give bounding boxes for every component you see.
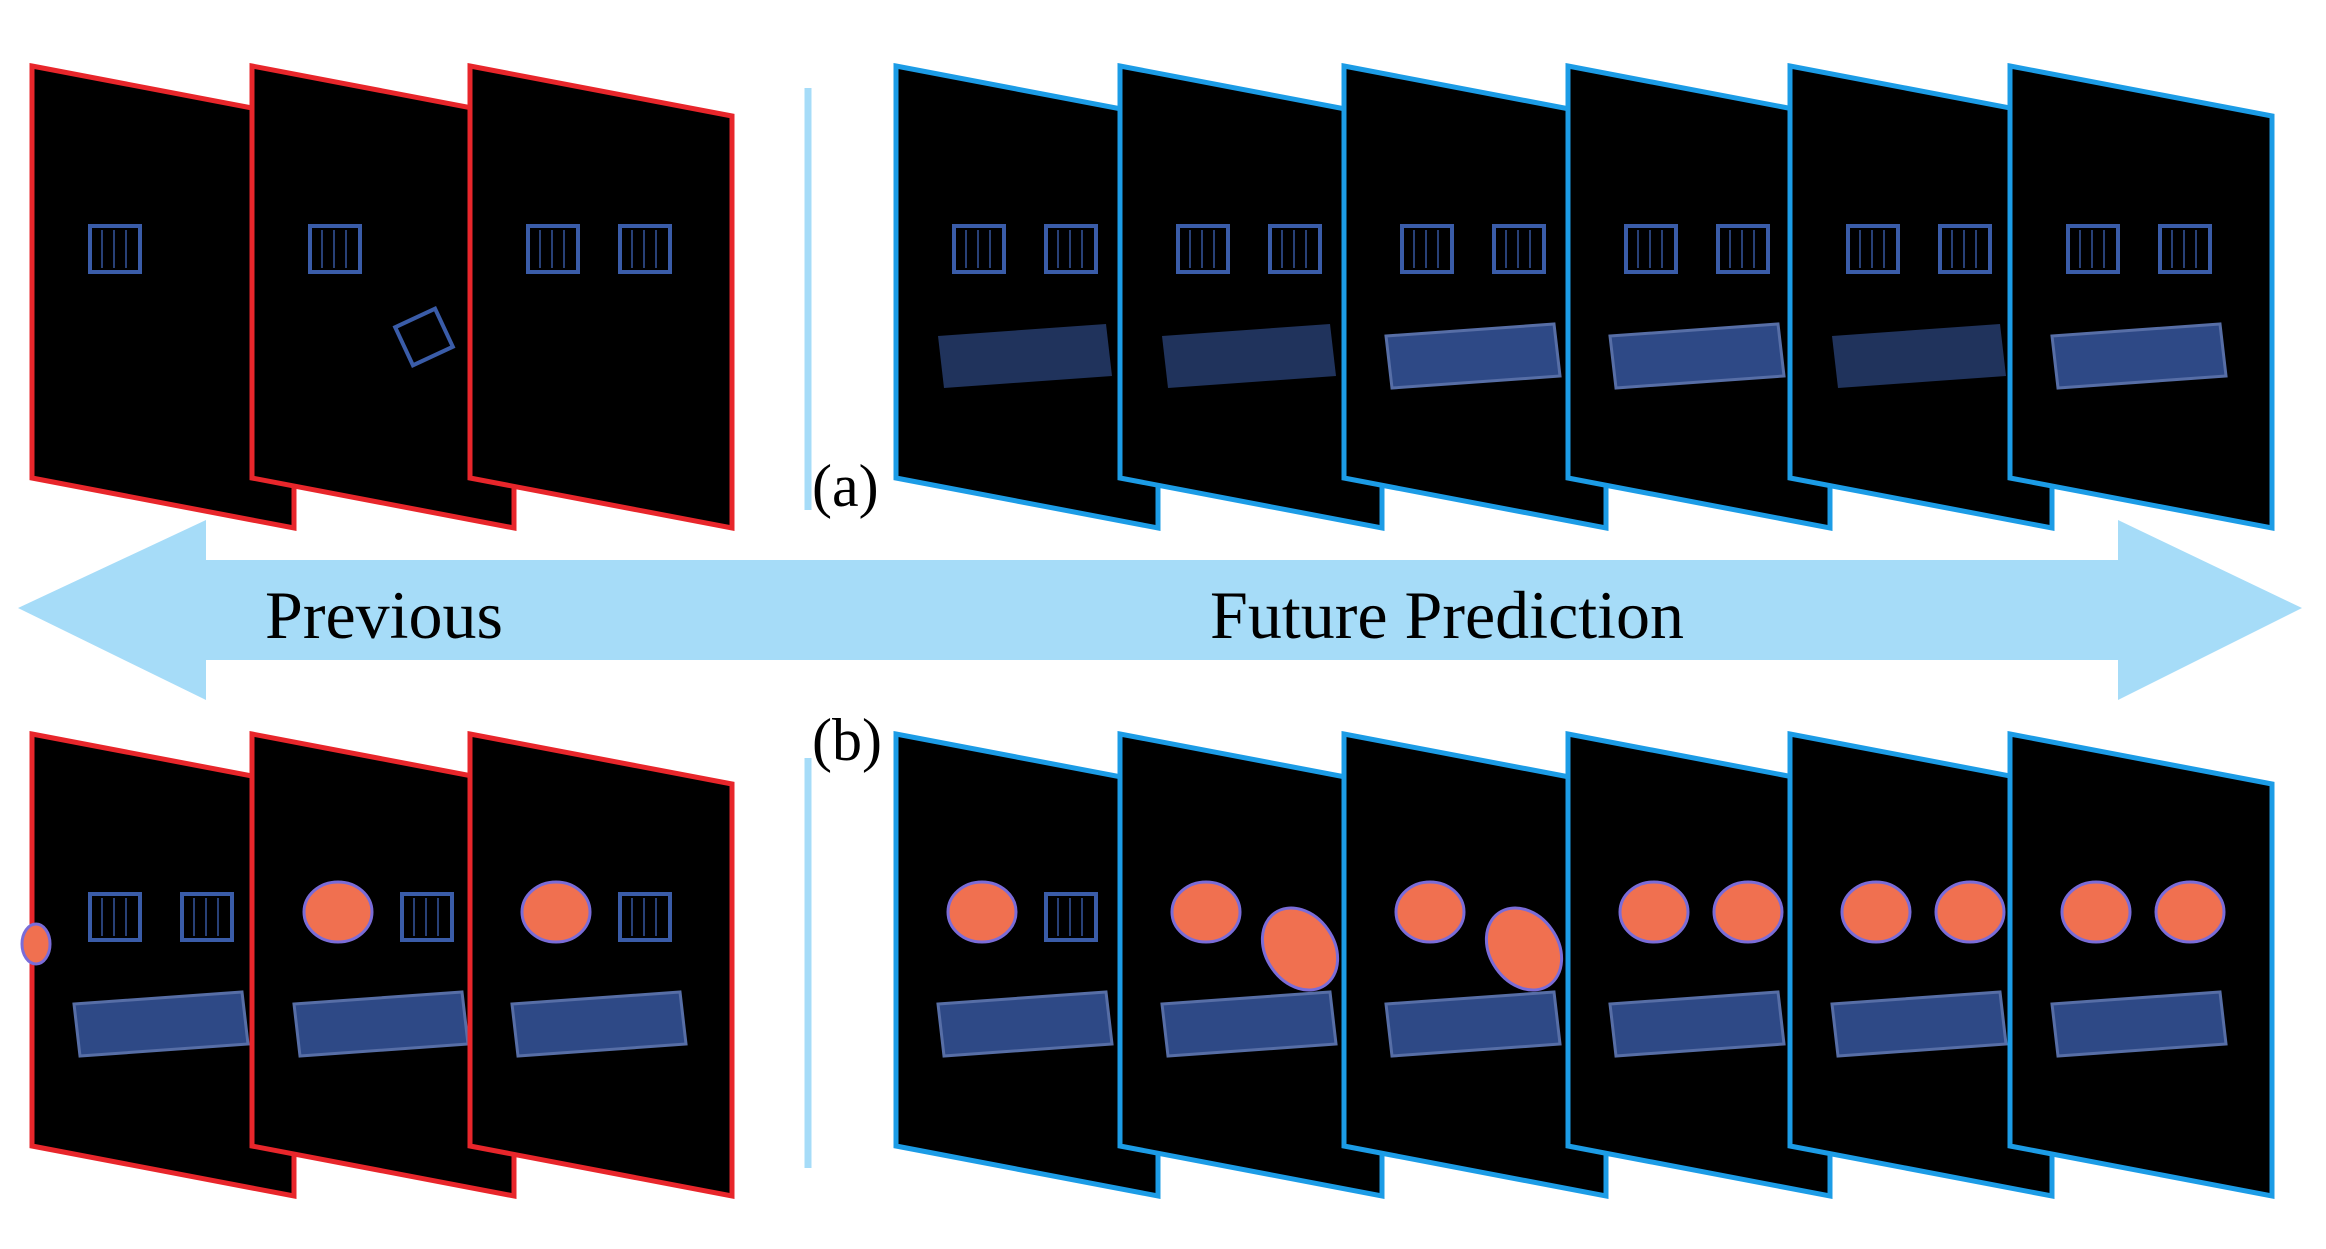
object-bench <box>510 990 688 1058</box>
frame-border <box>2007 730 2275 1200</box>
object-bench <box>72 990 250 1058</box>
previous-frame-b-2 <box>249 730 517 1200</box>
object-bench <box>1384 990 1562 1058</box>
frame-border <box>1787 62 2055 532</box>
object-bench <box>1384 322 1562 390</box>
object-orange-chair <box>1394 880 1466 944</box>
future-frame-b-2 <box>1117 730 1385 1200</box>
frame-border <box>29 62 297 532</box>
future-frame-a-2 <box>1117 62 1385 532</box>
frame-border <box>1341 62 1609 532</box>
object-bench-blurry <box>1832 324 2006 388</box>
object-box <box>1268 224 1322 274</box>
future-frame-b-4 <box>1565 730 1833 1200</box>
previous-frame-b-1 <box>20 730 297 1200</box>
object-bench <box>1830 990 2008 1058</box>
frame-border <box>1341 730 1609 1200</box>
previous-frame-a-2 <box>249 62 517 532</box>
future-frame-b-1 <box>893 730 1161 1200</box>
frame-border <box>29 730 297 1200</box>
frame-border <box>467 730 735 1200</box>
object-box <box>88 892 142 942</box>
frame-border <box>893 730 1161 1200</box>
future-frame-b-6 <box>2007 730 2275 1200</box>
object-box <box>1176 224 1230 274</box>
frame-border <box>1565 730 1833 1200</box>
object-orange-chair <box>1170 880 1242 944</box>
future-frame-a-1 <box>893 62 1161 532</box>
object-orange-chair <box>302 880 374 944</box>
label-future-prediction: Future Prediction <box>1210 577 1684 653</box>
object-box <box>2066 224 2120 274</box>
frame-border <box>249 62 517 532</box>
object-box <box>88 224 142 274</box>
timeline-arrow <box>18 520 2302 700</box>
object-orange-chair <box>1484 906 1564 992</box>
frame-border <box>893 62 1161 532</box>
object-box <box>1044 224 1098 274</box>
object-box <box>400 892 454 942</box>
object-box <box>1492 224 1546 274</box>
object-box <box>1624 224 1678 274</box>
frame-border <box>249 730 517 1200</box>
object-orange-chair <box>2060 880 2132 944</box>
object-box <box>1846 224 1900 274</box>
object-orange-chair <box>20 922 52 966</box>
future-frame-a-5 <box>1787 62 2055 532</box>
object-bench <box>2050 322 2228 390</box>
object-orange-chair <box>520 880 592 944</box>
object-box <box>1716 224 1770 274</box>
object-bench <box>1608 322 1786 390</box>
previous-frame-a-1 <box>29 62 297 532</box>
label-previous: Previous <box>265 577 503 653</box>
object-box <box>180 892 234 942</box>
object-bench <box>2050 990 2228 1058</box>
object-box <box>1400 224 1454 274</box>
frame-border <box>1117 62 1385 532</box>
frame-border <box>1565 62 1833 532</box>
object-box <box>2158 224 2212 274</box>
future-frame-b-3 <box>1341 730 1609 1200</box>
object-orange-chair <box>2154 880 2226 944</box>
object-orange-chair <box>1840 880 1912 944</box>
object-orange-chair <box>1934 880 2006 944</box>
object-box <box>618 892 672 942</box>
label-row-b: (b) <box>812 707 882 773</box>
object-orange-chair <box>946 880 1018 944</box>
frame-border <box>1787 730 2055 1200</box>
future-frame-b-5 <box>1787 730 2055 1200</box>
frame-border <box>2007 62 2275 532</box>
object-box <box>1044 892 1098 942</box>
object-box <box>1938 224 1992 274</box>
previous-frame-b-3 <box>467 730 735 1200</box>
object-tilted-box <box>392 306 456 368</box>
object-orange-chair <box>1260 906 1340 992</box>
object-bench <box>936 990 1114 1058</box>
object-box <box>952 224 1006 274</box>
frame-border <box>467 62 735 532</box>
object-box <box>618 224 672 274</box>
future-frame-a-3 <box>1341 62 1609 532</box>
row-b-frames <box>20 730 2275 1200</box>
object-orange-chair <box>1618 880 1690 944</box>
object-bench <box>1608 990 1786 1058</box>
future-frame-a-4 <box>1565 62 1833 532</box>
object-bench-blurry <box>938 324 1112 388</box>
object-bench <box>1160 990 1338 1058</box>
object-box <box>308 224 362 274</box>
object-bench <box>292 990 470 1058</box>
object-bench-blurry <box>1162 324 1336 388</box>
object-orange-chair <box>1712 880 1784 944</box>
object-box <box>526 224 580 274</box>
label-row-a: (a) <box>812 453 879 519</box>
frame-border <box>1117 730 1385 1200</box>
future-frame-a-6 <box>2007 62 2275 532</box>
row-a-frames <box>29 62 2275 532</box>
previous-frame-a-3 <box>467 62 735 532</box>
